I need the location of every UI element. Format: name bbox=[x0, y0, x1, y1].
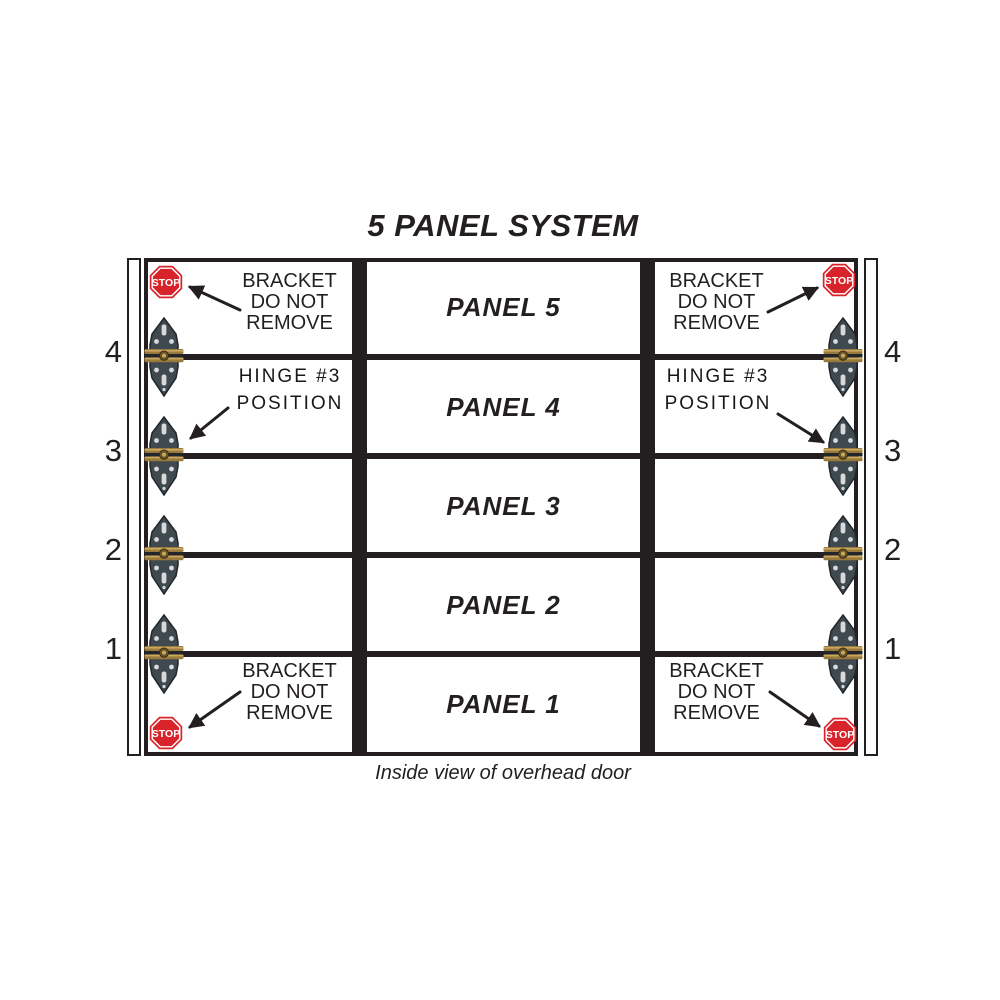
hinge-position-note-right: HINGE #3 POSITION bbox=[664, 366, 772, 414]
svg-text:STOP: STOP bbox=[825, 275, 853, 287]
hinge-icon bbox=[823, 515, 863, 595]
right-track bbox=[864, 258, 878, 756]
stop-bracket-icon: STOP bbox=[149, 265, 183, 299]
hinge-position-note-left: HINGE #3 POSITION bbox=[236, 366, 344, 414]
stop-bracket-icon: STOP bbox=[823, 717, 857, 751]
panel-joint-4 bbox=[144, 354, 858, 360]
panel-joint-2 bbox=[144, 552, 858, 558]
track-number-left-1: 1 bbox=[104, 631, 122, 666]
hinge-icon bbox=[823, 614, 863, 694]
panel-label-4: PANEL 4 bbox=[446, 392, 561, 422]
hinge-icon bbox=[144, 416, 184, 496]
bracket-note-bottom-left: BRACKET DO NOT REMOVE bbox=[242, 660, 337, 724]
track-number-right-1: 1 bbox=[884, 631, 902, 666]
svg-text:STOP: STOP bbox=[152, 277, 180, 289]
track-number-right-3: 3 bbox=[884, 433, 902, 468]
panel-label-3: PANEL 3 bbox=[446, 491, 561, 521]
stop-bracket-icon: STOP bbox=[822, 263, 856, 297]
panel-joint-3 bbox=[144, 453, 858, 459]
hinge-icon bbox=[144, 515, 184, 595]
panel-label-1: PANEL 1 bbox=[446, 689, 561, 719]
track-number-left-3: 3 bbox=[104, 433, 122, 468]
svg-text:STOP: STOP bbox=[152, 728, 180, 740]
bracket-note-top-left: BRACKET DO NOT REMOVE bbox=[242, 270, 337, 334]
track-number-right-2: 2 bbox=[884, 532, 902, 567]
hinge-icon bbox=[823, 317, 863, 397]
left-track bbox=[127, 258, 141, 756]
caption: Inside view of overhead door bbox=[375, 762, 631, 784]
hinge-icon bbox=[823, 416, 863, 496]
svg-text:STOP: STOP bbox=[826, 729, 854, 741]
hinge-icon bbox=[144, 614, 184, 694]
center-stile-right bbox=[640, 258, 655, 756]
track-number-right-4: 4 bbox=[884, 334, 902, 369]
center-stile-left bbox=[352, 258, 367, 756]
panel-label-2: PANEL 2 bbox=[446, 590, 561, 620]
track-number-left-4: 4 bbox=[104, 334, 122, 369]
page-title: 5 PANEL SYSTEM bbox=[367, 208, 639, 243]
hinge-icon bbox=[144, 317, 184, 397]
garage-door-outline bbox=[144, 258, 858, 756]
bracket-note-top-right: BRACKET DO NOT REMOVE bbox=[669, 270, 764, 334]
stop-bracket-icon: STOP bbox=[149, 716, 183, 750]
track-number-left-2: 2 bbox=[104, 532, 122, 567]
panel-joint-1 bbox=[144, 651, 858, 657]
panel-label-5: PANEL 5 bbox=[446, 292, 561, 322]
bracket-note-bottom-right: BRACKET DO NOT REMOVE bbox=[669, 660, 764, 724]
